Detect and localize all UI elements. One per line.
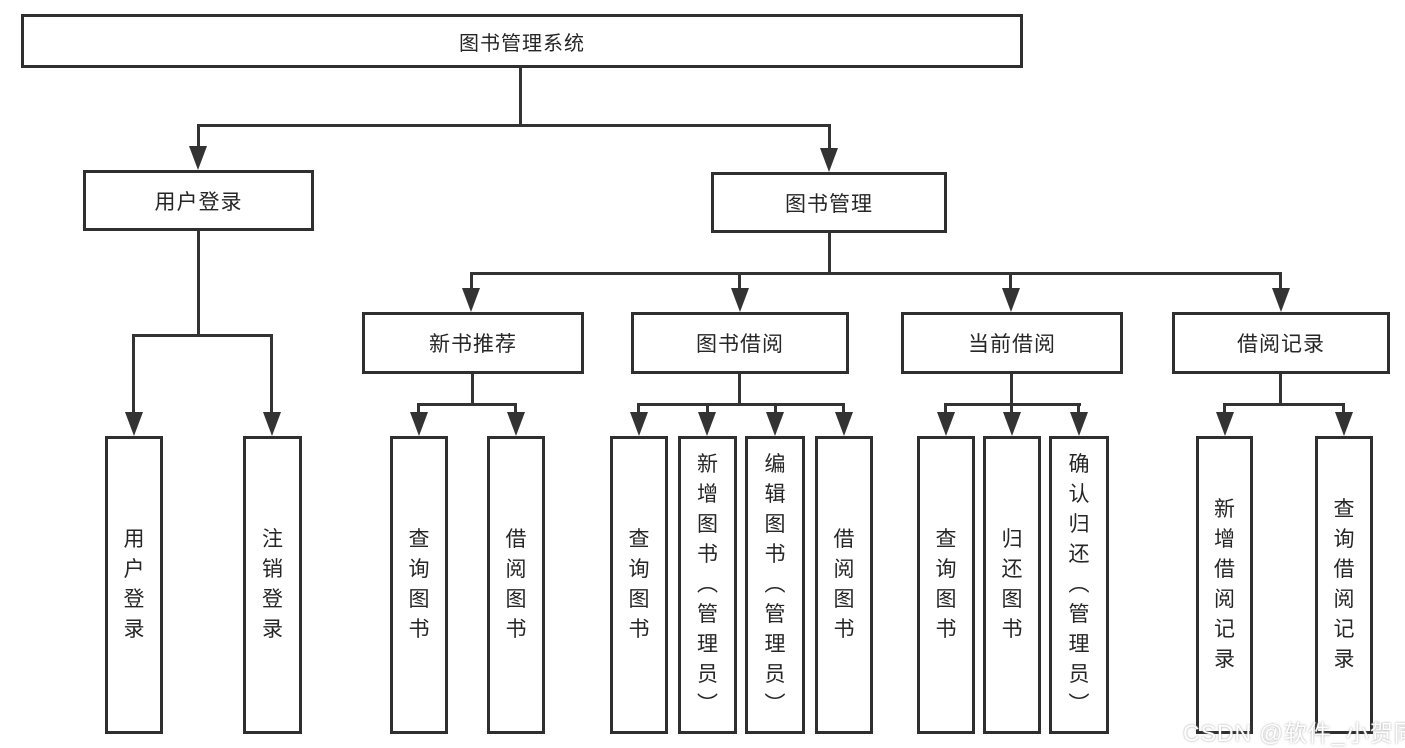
arrow-down-icon bbox=[1070, 412, 1088, 436]
leaf-current-confirm-return-admin: 确认归还︵管理员︶ bbox=[1049, 436, 1109, 734]
connector-level3-rail bbox=[471, 272, 1282, 275]
node-book-borrowing: 图书借阅 bbox=[631, 312, 849, 374]
connector-drop bbox=[842, 403, 845, 415]
leaf-label: 新增借阅记录 bbox=[1214, 498, 1235, 671]
arrow-down-icon bbox=[1272, 288, 1290, 312]
node-borrowing-records: 借阅记录 bbox=[1172, 312, 1390, 374]
connector-drop-leaf-logout bbox=[270, 334, 273, 414]
connector-user-stem bbox=[197, 231, 200, 337]
arrow-down-icon bbox=[125, 412, 143, 436]
arrow-down-icon bbox=[1216, 412, 1234, 436]
node-new-book-recommendation: 新书推荐 bbox=[362, 312, 584, 374]
arrow-down-icon bbox=[1003, 412, 1021, 436]
leaf-label: 编辑图书︵管理员︶ bbox=[764, 453, 786, 716]
leaf-label: 查询图书 bbox=[408, 528, 430, 641]
connector-drop bbox=[1342, 403, 1345, 415]
leaf-label: 新增图书︵管理员︶ bbox=[697, 453, 718, 716]
arrow-down-icon bbox=[263, 412, 281, 436]
connector-drop-current-borrow bbox=[1009, 272, 1012, 292]
arrow-down-icon bbox=[698, 412, 716, 436]
connector-records-rail bbox=[1223, 403, 1345, 406]
leaf-label: 借阅图书 bbox=[505, 528, 527, 641]
arrow-down-icon bbox=[731, 288, 749, 312]
connector-current-stem bbox=[1010, 374, 1013, 406]
arrow-down-icon bbox=[462, 288, 480, 312]
leaf-records-query-record: 查询借阅记录 bbox=[1315, 436, 1373, 734]
arrow-down-icon bbox=[507, 412, 525, 436]
arrow-down-icon bbox=[937, 412, 955, 436]
leaf-rec-borrow-books: 借阅图书 bbox=[487, 436, 545, 734]
connector-drop bbox=[1077, 403, 1080, 415]
connector-drop-borrow-records bbox=[1279, 272, 1282, 292]
leaf-current-query-books: 查询图书 bbox=[917, 436, 975, 734]
node-current-borrowing: 当前借阅 bbox=[901, 312, 1123, 374]
connector-drop bbox=[417, 403, 420, 415]
arrow-down-icon bbox=[766, 412, 784, 436]
leaf-logout: 注销登录 bbox=[243, 436, 302, 734]
connector-borrow-rail bbox=[637, 403, 845, 406]
arrow-down-icon bbox=[410, 412, 428, 436]
connector-drop bbox=[774, 403, 777, 415]
leaf-label: 查询图书 bbox=[628, 528, 650, 641]
arrow-down-icon bbox=[630, 412, 648, 436]
arrow-down-icon bbox=[1002, 288, 1020, 312]
leaf-label: 借阅图书 bbox=[833, 528, 855, 641]
leaf-label: 确认归还︵管理员︶ bbox=[1068, 453, 1090, 716]
connector-level2-rail bbox=[197, 124, 831, 127]
connector-drop-leaf-login bbox=[132, 334, 135, 414]
csdn-watermark: CSDN @软件_小贺同学 bbox=[1183, 720, 1405, 746]
connector-drop-book-mgmt bbox=[828, 124, 831, 152]
node-user-login-branch: 用户登录 bbox=[83, 170, 314, 231]
leaf-user-login: 用户登录 bbox=[105, 436, 163, 734]
leaf-records-add-record: 新增借阅记录 bbox=[1196, 436, 1253, 734]
leaf-borrow-query-books: 查询图书 bbox=[610, 436, 668, 734]
arrow-down-icon bbox=[820, 148, 838, 172]
connector-mgmt-stem bbox=[828, 233, 831, 275]
leaf-borrow-borrow-books: 借阅图书 bbox=[815, 436, 873, 734]
connector-drop bbox=[706, 403, 709, 415]
arrow-down-icon bbox=[1335, 412, 1353, 436]
leaf-label: 查询借阅记录 bbox=[1333, 498, 1355, 671]
leaf-label: 注销登录 bbox=[262, 528, 283, 641]
connector-borrow-stem bbox=[738, 374, 741, 406]
leaf-current-return-books: 归还图书 bbox=[983, 436, 1041, 734]
connector-root-stem bbox=[519, 68, 522, 126]
connector-drop bbox=[944, 403, 947, 415]
connector-drop bbox=[1223, 403, 1226, 415]
arrow-down-icon bbox=[189, 146, 207, 170]
connector-drop bbox=[514, 403, 517, 415]
connector-rec-rail bbox=[417, 403, 517, 406]
arrow-down-icon bbox=[835, 412, 853, 436]
connector-rec-stem bbox=[471, 374, 474, 406]
connector-drop-book-borrow bbox=[738, 272, 741, 292]
leaf-label: 查询图书 bbox=[935, 528, 957, 641]
leaf-borrow-edit-books-admin: 编辑图书︵管理员︶ bbox=[745, 436, 805, 734]
connector-drop bbox=[637, 403, 640, 415]
node-book-management-branch: 图书管理 bbox=[711, 172, 947, 233]
connector-user-rail bbox=[132, 334, 273, 337]
node-root-system: 图书管理系统 bbox=[21, 14, 1023, 68]
leaf-borrow-add-books-admin: 新增图书︵管理员︶ bbox=[678, 436, 737, 734]
leaf-label: 归还图书 bbox=[1001, 528, 1023, 641]
leaf-rec-query-books: 查询图书 bbox=[390, 436, 448, 734]
connector-drop-new-book-rec bbox=[470, 272, 473, 292]
connector-records-stem bbox=[1279, 374, 1282, 406]
connector-drop bbox=[1010, 403, 1013, 415]
connector-drop-user-login bbox=[197, 124, 200, 150]
leaf-label: 用户登录 bbox=[123, 528, 145, 641]
